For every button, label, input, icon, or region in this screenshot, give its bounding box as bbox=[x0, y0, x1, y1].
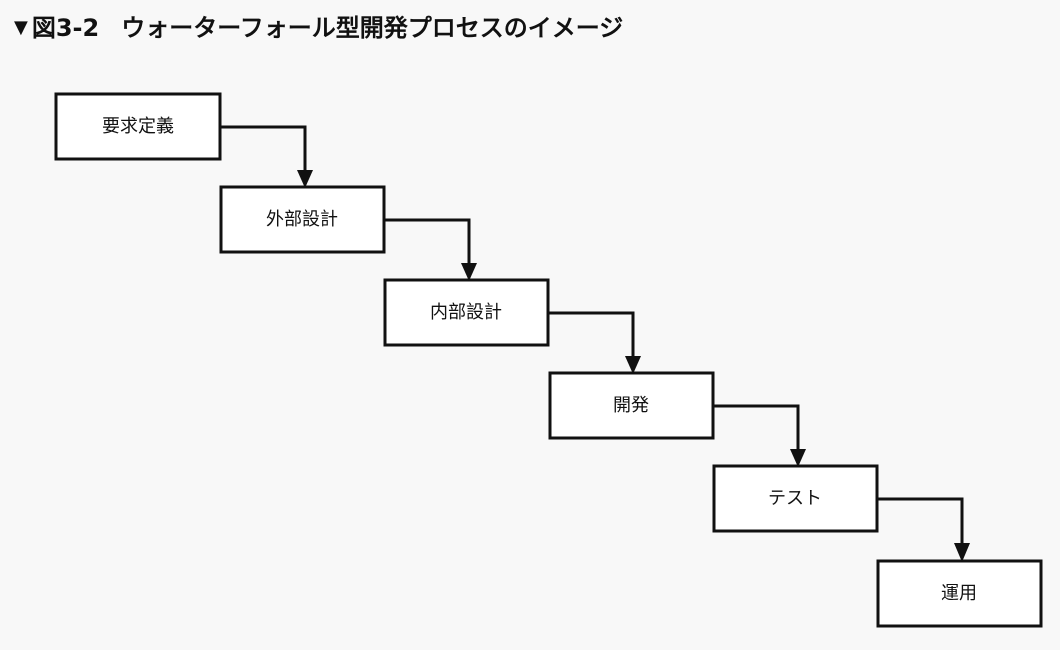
figure-title: ▼図3-2 ウォーターフォール型開発プロセスのイメージ bbox=[14, 8, 623, 48]
arrowhead-icon bbox=[790, 449, 806, 467]
arrowhead-icon bbox=[297, 170, 313, 188]
connector-arrow-5 bbox=[877, 497, 964, 549]
arrowhead-icon bbox=[461, 263, 477, 281]
step-label: 運用 bbox=[941, 583, 977, 604]
connector-arrow-3 bbox=[548, 311, 635, 362]
figure-caption: ウォーターフォール型開発プロセスのイメージ bbox=[121, 14, 624, 42]
connector-arrow-1 bbox=[220, 125, 307, 176]
arrowhead-icon bbox=[625, 356, 641, 374]
step-box-3: 内部設計 bbox=[383, 278, 550, 347]
step-box-5: テスト bbox=[712, 464, 879, 533]
step-label: 外部設計 bbox=[266, 209, 338, 230]
step-label: 内部設計 bbox=[430, 302, 502, 323]
step-label: 開発 bbox=[613, 395, 649, 416]
step-box-2: 外部設計 bbox=[219, 185, 386, 254]
step-box-1: 要求定義 bbox=[54, 92, 222, 161]
connector-arrow-4 bbox=[713, 404, 800, 455]
step-label: テスト bbox=[768, 488, 822, 509]
step-label: 要求定義 bbox=[102, 116, 174, 137]
step-box-4: 開発 bbox=[548, 371, 715, 440]
step-box-6: 運用 bbox=[876, 559, 1043, 628]
figure-number: 図3-2 bbox=[31, 14, 100, 42]
triangle-down-icon: ▼ bbox=[14, 17, 28, 38]
arrowhead-icon bbox=[954, 543, 970, 562]
connector-arrow-2 bbox=[384, 218, 471, 269]
